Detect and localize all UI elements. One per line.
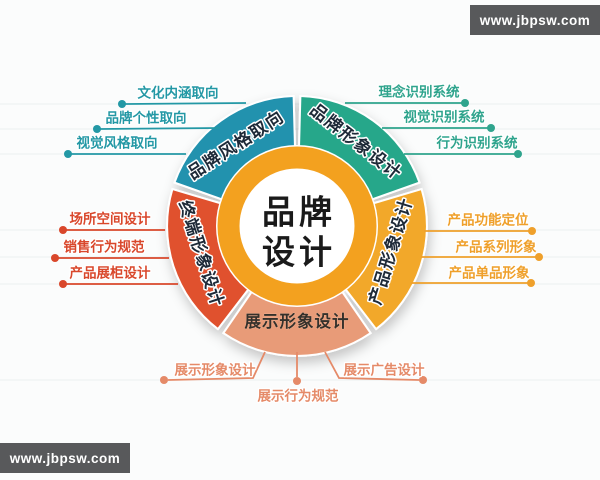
connector-line	[167, 351, 266, 381]
callout-label: 销售行为规范	[64, 239, 145, 255]
connector-line	[324, 351, 420, 381]
connector-dot	[528, 227, 536, 235]
connector-dot	[487, 124, 495, 132]
callout-group-brand-style-orientation: 文化内涵取向 品牌个性取向 视觉风格取向	[64, 83, 247, 158]
callout-label: 品牌个性取向	[106, 110, 187, 126]
connector-dot	[535, 253, 543, 261]
connector-dot	[461, 99, 469, 107]
hub-orange-ring	[217, 146, 377, 306]
connector-dot	[419, 376, 427, 384]
callout-label: 文化内涵取向	[138, 85, 219, 101]
connector-dot	[59, 280, 67, 288]
connector-dot	[64, 150, 72, 158]
callout-group-terminal-image-design: 场所空间设计 销售行为规范 产品展柜设计	[51, 209, 178, 288]
connector-dot	[514, 150, 522, 158]
callout-label: 场所空间设计	[70, 211, 151, 227]
center-title-line2: 设计	[262, 234, 336, 271]
callout-label: 产品功能定位	[448, 212, 529, 228]
watermark-bottom-left: www.jbpsw.com	[0, 443, 130, 473]
callout-group-product-image-design: 产品功能定位 产品系列形象 产品单品形象	[411, 210, 543, 287]
connector-dot	[160, 376, 168, 384]
connector-dot	[118, 100, 126, 108]
center-title-line1: 品牌	[262, 194, 336, 231]
segment-label-display-image-design: 展示形象设计	[245, 311, 350, 331]
hub-inner-circle	[240, 169, 354, 283]
connector-dot	[93, 125, 101, 133]
callout-label: 展示形象设计	[175, 362, 256, 378]
callout-label: 产品展柜设计	[70, 265, 151, 281]
connector-line	[99, 127, 221, 130]
callout-label: 视觉识别系统	[404, 109, 485, 125]
connector-dot	[51, 254, 59, 262]
connector-dot	[527, 279, 535, 287]
callout-group-brand-image-design: 理念识别系统 视觉识别系统 行为识别系统	[345, 82, 522, 158]
connector-line	[124, 102, 247, 105]
callout-label: 理念识别系统	[379, 84, 460, 100]
watermark-top-right: www.jbpsw.com	[470, 5, 600, 35]
callout-group-display-image-design: 展示形象设计 展示行为规范 展示广告设计	[160, 351, 427, 405]
connector-dot	[59, 226, 67, 234]
callout-label: 行为识别系统	[436, 135, 518, 151]
callout-label: 产品单品形象	[449, 265, 530, 281]
callout-label: 视觉风格取向	[77, 135, 158, 151]
callout-label: 展示广告设计	[344, 362, 425, 378]
connector-dot	[293, 377, 301, 385]
callout-label: 产品系列形象	[456, 239, 537, 255]
callout-label: 展示行为规范	[258, 388, 339, 404]
